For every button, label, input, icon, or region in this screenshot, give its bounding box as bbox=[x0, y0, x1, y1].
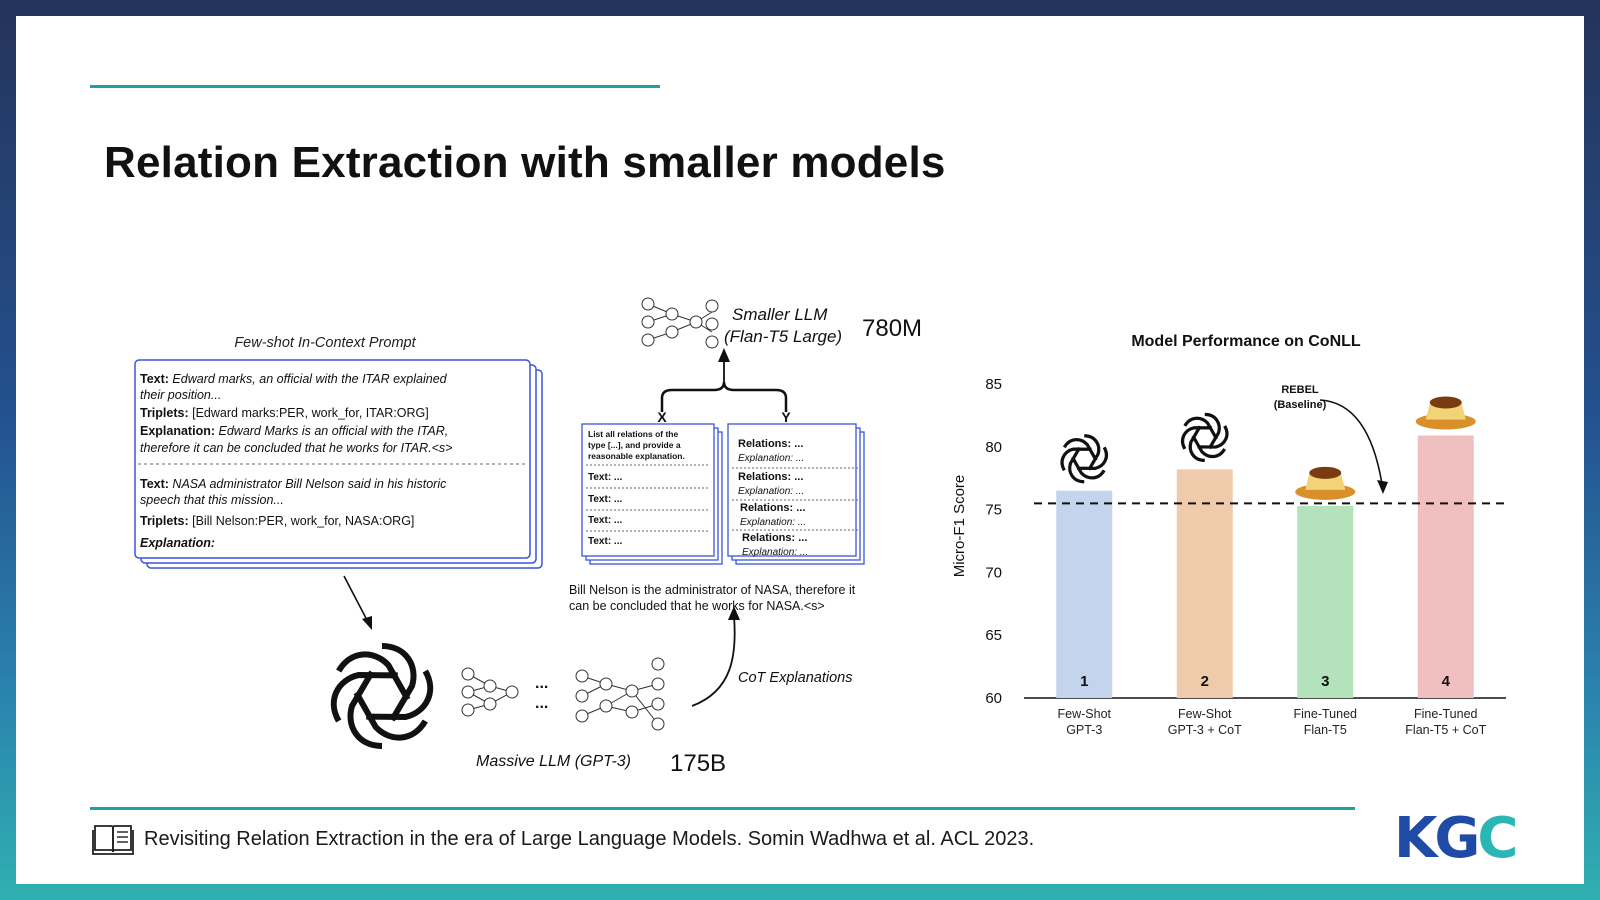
bar-number-label: 1 bbox=[1080, 673, 1088, 690]
svg-text:List all relations of the: List all relations of the bbox=[588, 429, 678, 439]
bar-number-label: 2 bbox=[1201, 673, 1209, 690]
svg-text:...: ... bbox=[535, 675, 548, 692]
massive-llm-size: 175B bbox=[670, 750, 726, 777]
flan-pudding-icon bbox=[1295, 466, 1356, 500]
reference-line: Revisiting Relation Extraction in the er… bbox=[92, 822, 1034, 856]
x-card bbox=[581, 423, 715, 557]
svg-text:Text: Edward marks, an officia: Text: Edward marks, an official with the… bbox=[140, 372, 448, 386]
svg-text:reasonable explanation.: reasonable explanation. bbox=[588, 451, 685, 461]
logo-part2: C bbox=[1477, 806, 1518, 871]
x-tick-label: Fine-Tuned bbox=[1294, 707, 1358, 721]
svg-text:Explanation: ...: Explanation: ... bbox=[742, 547, 808, 558]
smaller-llm-size: 780M bbox=[862, 315, 922, 342]
x-tick-label: GPT-3 bbox=[1066, 723, 1102, 737]
svg-text:Text: ...: Text: ... bbox=[588, 494, 622, 505]
x-tick-label: Fine-Tuned bbox=[1414, 707, 1478, 721]
svg-text:Relations: ...: Relations: ... bbox=[738, 471, 803, 483]
neural-net-icon-1 bbox=[461, 667, 519, 717]
svg-text:type [...], and provide a: type [...], and provide a bbox=[588, 440, 681, 450]
y-tick-label: 70 bbox=[985, 564, 1002, 581]
svg-text:Triplets: [Edward marks:PER, w: Triplets: [Edward marks:PER, work_for, I… bbox=[140, 406, 429, 420]
baseline-label-line2: (Baseline) bbox=[1274, 399, 1327, 411]
bar-4 bbox=[1417, 435, 1474, 698]
openai-logo-icon bbox=[330, 643, 434, 749]
bar-number-label: 4 bbox=[1442, 673, 1451, 690]
logo-part1: KG bbox=[1394, 806, 1480, 871]
svg-text:Text: ...: Text: ... bbox=[588, 536, 622, 547]
kgc-logo: KGC bbox=[1394, 806, 1518, 871]
openai-logo-icon bbox=[1060, 434, 1109, 484]
smaller-llm-sub: (Flan-T5 Large) bbox=[724, 327, 842, 346]
svg-text:Triplets: [Bill Nelson:PER, wo: Triplets: [Bill Nelson:PER, work_for, NA… bbox=[140, 514, 414, 528]
generated-explanation-line1: Bill Nelson is the administrator of NASA… bbox=[569, 583, 856, 597]
x-tick-label: Few-Shot bbox=[1058, 707, 1112, 721]
bar-3 bbox=[1297, 505, 1354, 698]
bottom-accent-rule bbox=[90, 807, 1355, 810]
bar-number-label: 3 bbox=[1321, 673, 1329, 690]
svg-text:Explanation: ...: Explanation: ... bbox=[738, 453, 804, 464]
svg-text:Explanation: Edward Marks is a: Explanation: Edward Marks is an official… bbox=[140, 424, 448, 438]
svg-text:Text: NASA administrator Bill: Text: NASA administrator Bill Nelson sai… bbox=[140, 477, 447, 491]
distillation-diagram: Few-shot In-Context Prompt Text: Edward … bbox=[134, 297, 922, 777]
x-label: X bbox=[657, 409, 667, 425]
y-tick-label: 80 bbox=[985, 439, 1002, 456]
neural-net-icon-small bbox=[641, 297, 719, 349]
prompt-title: Few-shot In-Context Prompt bbox=[234, 335, 416, 351]
openai-logo-icon bbox=[1180, 412, 1229, 463]
y-card bbox=[727, 423, 857, 557]
performance-bar-chart: Model Performance on CoNLL Micro-F1 Scor… bbox=[951, 333, 1506, 737]
y-label: Y bbox=[781, 409, 791, 425]
svg-text:Relations: ...: Relations: ... bbox=[740, 502, 805, 514]
svg-text:...: ... bbox=[535, 695, 548, 712]
reference-text: Revisiting Relation Extraction in the er… bbox=[144, 827, 1035, 850]
bar-2 bbox=[1176, 469, 1233, 698]
generated-explanation-line2: can be concluded that he works for NASA.… bbox=[569, 599, 825, 613]
y-tick-label: 85 bbox=[985, 376, 1002, 393]
baseline-label-line1: REBEL bbox=[1281, 384, 1319, 396]
x-tick-label: Flan-T5 + CoT bbox=[1405, 723, 1486, 737]
y-tick-label: 65 bbox=[985, 627, 1002, 644]
smaller-llm-label: Smaller LLM bbox=[732, 305, 828, 324]
svg-text:speech that this mission...: speech that this mission... bbox=[140, 493, 284, 507]
x-tick-label: Flan-T5 bbox=[1304, 723, 1347, 737]
x-tick-label: GPT-3 + CoT bbox=[1168, 723, 1242, 737]
svg-text:therefore it can be concluded: therefore it can be concluded that he wo… bbox=[140, 441, 452, 455]
cot-label: CoT Explanations bbox=[738, 670, 852, 686]
svg-text:Text: ...: Text: ... bbox=[588, 472, 622, 483]
y-axis-label: Micro-F1 Score bbox=[951, 475, 968, 578]
slide-title: Relation Extraction with smaller models bbox=[104, 138, 946, 187]
svg-text:Text: ...: Text: ... bbox=[588, 515, 622, 526]
svg-text:Explanation:: Explanation: bbox=[140, 536, 215, 550]
prompt-card bbox=[134, 359, 531, 559]
baseline-annotation: REBEL (Baseline) bbox=[1274, 384, 1388, 494]
massive-llm-label: Massive LLM (GPT-3) bbox=[476, 753, 631, 770]
bar-1 bbox=[1056, 490, 1113, 698]
y-tick-label: 60 bbox=[985, 690, 1002, 707]
svg-text:Relations: ...: Relations: ... bbox=[742, 532, 807, 544]
svg-text:Relations: ...: Relations: ... bbox=[738, 438, 803, 450]
svg-text:Explanation: ...: Explanation: ... bbox=[738, 486, 804, 497]
flan-pudding-icon bbox=[1415, 396, 1476, 430]
y-tick-label: 75 bbox=[985, 502, 1002, 519]
x-tick-label: Few-Shot bbox=[1178, 707, 1232, 721]
svg-text:Explanation: ...: Explanation: ... bbox=[740, 517, 806, 528]
neural-net-icon-2 bbox=[575, 657, 665, 731]
book-icon bbox=[92, 822, 134, 856]
chart-title: Model Performance on CoNLL bbox=[1131, 333, 1361, 350]
svg-text:their position...: their position... bbox=[140, 388, 221, 402]
top-accent-rule bbox=[90, 85, 660, 88]
slide: Relation Extraction with smaller models … bbox=[16, 16, 1584, 884]
